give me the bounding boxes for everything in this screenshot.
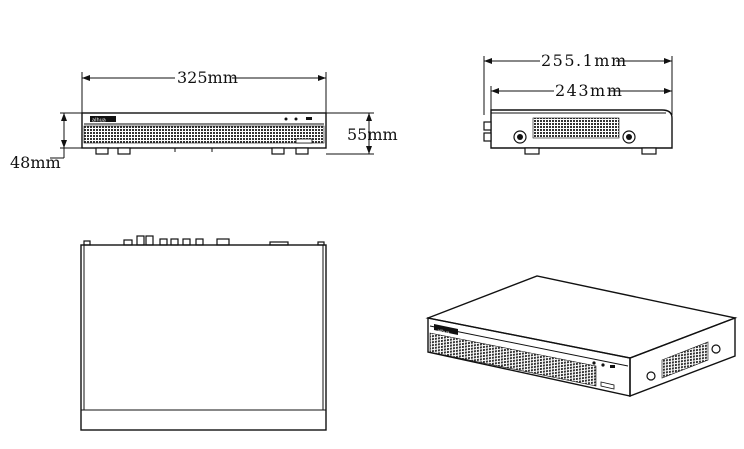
foot — [95, 147, 109, 155]
led-icon — [284, 117, 288, 121]
side-total-depth-label: 255.1mm — [541, 51, 628, 70]
iso-front-vent-mesh — [429, 332, 597, 387]
usb-port-icon — [610, 365, 615, 368]
front-width-label: 325mm — [177, 68, 238, 87]
bnc-connector-icon — [159, 238, 168, 246]
front-vent-mesh — [83, 125, 325, 144]
usb-port-icon — [306, 117, 312, 120]
usb-port-icon — [600, 381, 615, 390]
bnc-connector-icon — [182, 238, 191, 246]
brand-logo-text: alhua — [92, 118, 106, 124]
led-icon — [592, 361, 596, 365]
foot — [271, 147, 285, 155]
foot — [295, 147, 309, 155]
iso-side-face — [629, 316, 736, 398]
rear-connector-icon — [123, 239, 133, 246]
foot — [117, 147, 131, 155]
rear-connector-icon — [216, 238, 230, 246]
isometric-view: alhua — [425, 275, 738, 398]
rear-connector-icon — [483, 121, 492, 131]
screw-hole-icon — [646, 371, 656, 381]
bnc-connector-icon — [145, 235, 154, 246]
led-icon — [294, 117, 298, 121]
usb-port-icon — [295, 138, 313, 144]
foot — [641, 147, 657, 155]
iso-side-vent-mesh — [661, 341, 709, 379]
rear-connector-icon — [483, 132, 492, 142]
led-icon — [601, 363, 605, 367]
bnc-connector-icon — [136, 235, 145, 246]
foot — [524, 147, 540, 155]
iso-brand-logo-text: alhua — [437, 328, 451, 336]
bnc-connector-icon — [195, 238, 204, 246]
top-view — [80, 235, 327, 431]
front-depth-label: 48mm — [10, 153, 61, 172]
front-height-label: 55mm — [347, 125, 398, 144]
brand-logo — [90, 116, 116, 122]
side-vent-mesh — [532, 117, 620, 139]
front-view: 325mm alhua 55mm 48mm — [10, 68, 398, 172]
bnc-connector-icon — [170, 238, 179, 246]
screw-hole-icon — [711, 344, 721, 354]
side-view: 255.1mm 243mm — [483, 51, 673, 155]
side-body-depth-label: 243mm — [555, 81, 623, 100]
iso-brand-logo — [434, 324, 458, 335]
